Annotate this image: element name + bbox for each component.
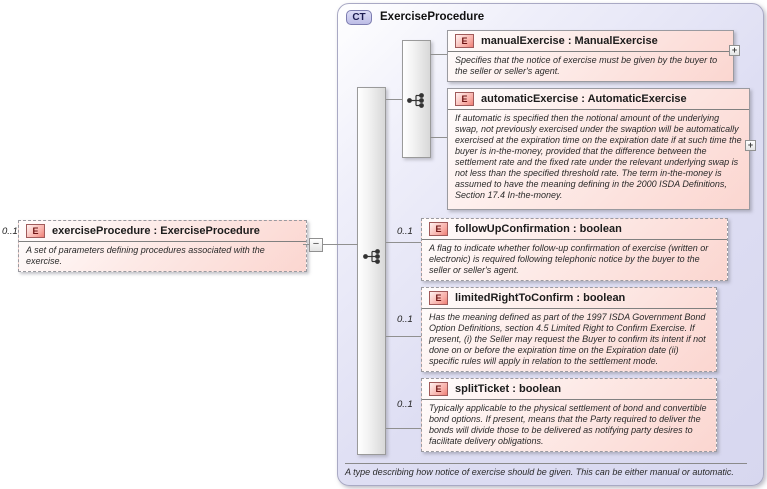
connector-line (386, 428, 421, 429)
cardinality-label: 0..1 (397, 226, 413, 237)
connector-line (430, 54, 447, 55)
element-icon: E (455, 92, 474, 106)
element-icon: E (429, 222, 448, 236)
element-icon: E (429, 291, 448, 305)
sequence-compositor[interactable] (357, 87, 386, 455)
element-box-splitTicket[interactable]: E splitTicket : boolean Typically applic… (421, 378, 717, 452)
element-title-row[interactable]: E automaticExercise : AutomaticExercise (448, 89, 749, 110)
element-title: automaticExercise : AutomaticExercise (481, 93, 687, 105)
expand-button[interactable]: + (745, 140, 756, 151)
cardinality-label: 0..1 (397, 399, 413, 410)
element-title: splitTicket : boolean (455, 383, 562, 395)
connector-line (386, 242, 421, 243)
element-doc: A flag to indicate whether follow-up con… (429, 243, 709, 275)
connector-line (386, 336, 421, 337)
element-doc: Typically applicable to the physical set… (429, 403, 707, 446)
cardinality-label: 0..1 (397, 314, 413, 325)
element-title-row[interactable]: E limitedRightToConfirm : boolean (422, 288, 716, 309)
element-box-limitedRightToConfirm[interactable]: E limitedRightToConfirm : boolean Has th… (421, 287, 717, 372)
element-doc: If automatic is specified then the notio… (455, 113, 742, 200)
element-doc: Has the meaning defined as part of the 1… (429, 312, 706, 366)
element-title: manualExercise : ManualExercise (481, 35, 658, 47)
element-title: limitedRightToConfirm : boolean (455, 292, 626, 304)
connector-line (386, 99, 402, 100)
connector-line (322, 244, 358, 245)
cardinality-label: 0..1 (2, 226, 18, 237)
element-box-exerciseProcedure[interactable]: E exerciseProcedure : ExerciseProcedure … (18, 220, 307, 272)
type-annotation: A type describing how notice of exercise… (345, 463, 747, 477)
expand-button[interactable]: + (729, 45, 740, 56)
element-box-manualExercise[interactable]: E manualExercise : ManualExercise Specif… (447, 30, 734, 82)
choice-compositor-icon (407, 93, 424, 108)
element-title-row[interactable]: E manualExercise : ManualExercise (448, 31, 733, 52)
choice-compositor[interactable] (402, 40, 431, 158)
element-title: exerciseProcedure : ExerciseProcedure (52, 225, 260, 237)
collapse-button[interactable]: − (309, 238, 323, 252)
connector-line (303, 244, 310, 245)
element-icon: E (26, 224, 45, 238)
complex-type-name: ExerciseProcedure (380, 11, 485, 23)
element-title: followUpConfirmation : boolean (455, 223, 622, 235)
sequence-compositor-icon (363, 249, 380, 264)
element-doc: Specifies that the notice of exercise mu… (455, 55, 718, 76)
element-title-row[interactable]: E splitTicket : boolean (422, 379, 716, 400)
element-title-row[interactable]: E followUpConfirmation : boolean (422, 219, 727, 240)
element-box-automaticExercise[interactable]: E automaticExercise : AutomaticExercise … (447, 88, 750, 210)
element-title-row[interactable]: E exerciseProcedure : ExerciseProcedure (19, 221, 306, 242)
element-icon: E (455, 34, 474, 48)
connector-line (430, 137, 447, 138)
element-doc: A set of parameters defining procedures … (26, 245, 265, 266)
complex-type-badge: CT (346, 10, 372, 25)
element-icon: E (429, 382, 448, 396)
element-box-followUpConfirmation[interactable]: E followUpConfirmation : boolean A flag … (421, 218, 728, 281)
